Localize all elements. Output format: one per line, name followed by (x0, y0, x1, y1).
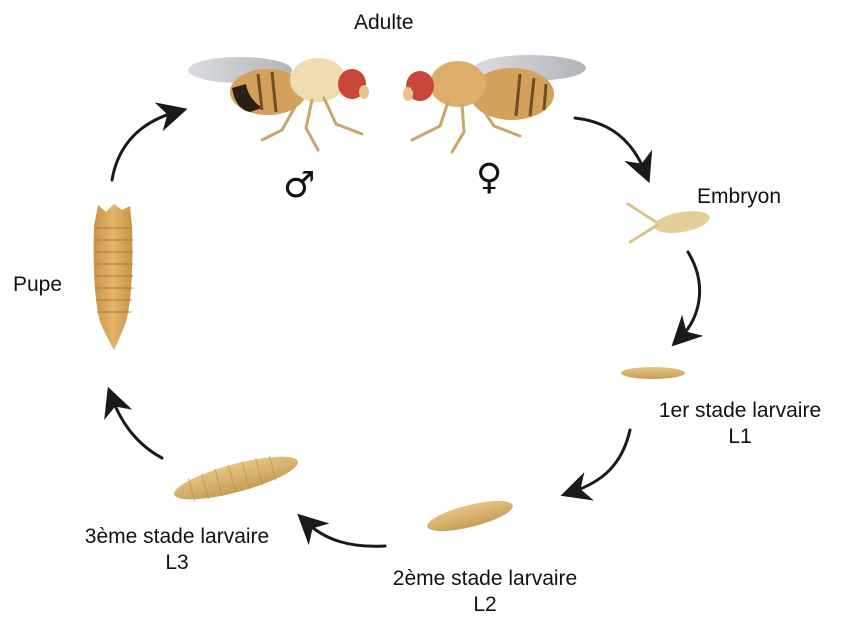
male-symbol: ♂ (283, 168, 315, 204)
arrow-l2-to-l3 (306, 522, 385, 546)
male-fly-illustration (188, 57, 369, 150)
arrow-embryo-to-l1 (680, 252, 700, 338)
label-pupa: Pupe (13, 272, 62, 298)
label-l3: 3ème stade larvaire L3 (52, 524, 302, 576)
arrow-adult-to-embryo (575, 118, 645, 172)
arrow-l1-to-l2 (572, 430, 630, 492)
pupa-illustration (94, 204, 133, 350)
arrow-l3-to-pupa (112, 398, 162, 458)
label-l3-line2: L3 (52, 550, 302, 576)
label-l2: 2ème stade larvaire L2 (360, 566, 610, 618)
label-l2-line1: 2ème stade larvaire (360, 566, 610, 592)
label-l1-line1: 1er stade larvaire (636, 398, 844, 424)
l2-larva-illustration (425, 495, 516, 538)
label-l1: 1er stade larvaire L1 (636, 398, 844, 450)
female-fly-illustration (403, 55, 586, 152)
label-l1-line2: L1 (636, 424, 844, 450)
arrow-pupa-to-adult (112, 112, 176, 180)
l3-larva-illustration (171, 448, 302, 508)
label-adult: Adulte (354, 10, 414, 36)
label-l2-line2: L2 (360, 592, 610, 618)
l1-larva-illustration (621, 367, 685, 379)
female-symbol: ♀ (476, 160, 502, 196)
label-l3-line1: 3ème stade larvaire (52, 524, 302, 550)
label-embryo: Embryon (697, 184, 781, 210)
